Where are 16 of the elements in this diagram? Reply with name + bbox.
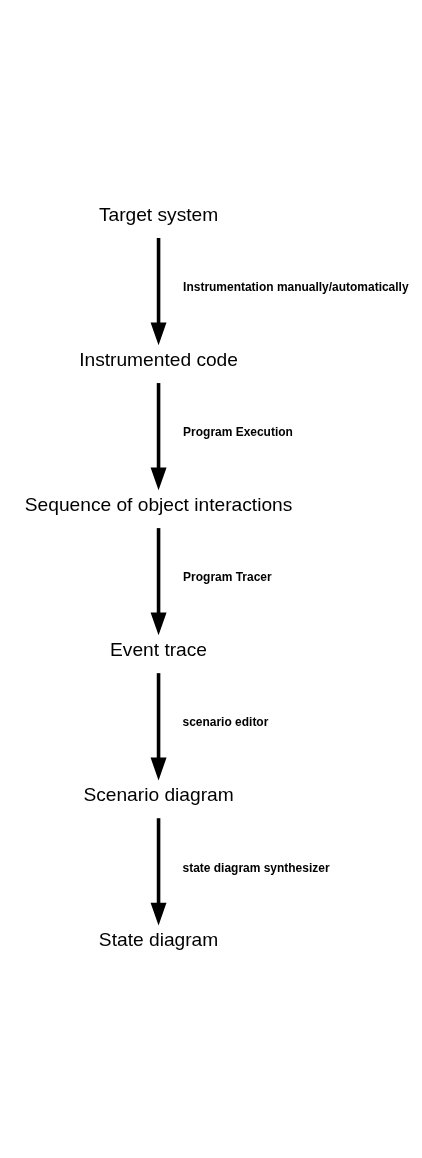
arrow (150, 528, 167, 636)
arrow (150, 238, 167, 346)
edge-label: Program Tracer (183, 570, 272, 585)
edge-label: state diagram synthesizer (182, 860, 330, 875)
node-text: State diagram (98, 929, 219, 951)
edge-label: scenario editor (182, 715, 269, 730)
node-text: Instrumented code (79, 348, 238, 370)
arrow (150, 673, 167, 781)
arrow (150, 383, 167, 491)
arrow (150, 818, 167, 926)
node-text: Sequence of object interactions (24, 494, 293, 516)
node-text: Event trace (110, 639, 208, 661)
node-text: Scenario diagram (83, 784, 234, 806)
edge-label: Instrumentation manually/automatically (183, 280, 409, 295)
edge-label: Program Execution (183, 425, 293, 440)
node-text: Target system (98, 203, 219, 225)
